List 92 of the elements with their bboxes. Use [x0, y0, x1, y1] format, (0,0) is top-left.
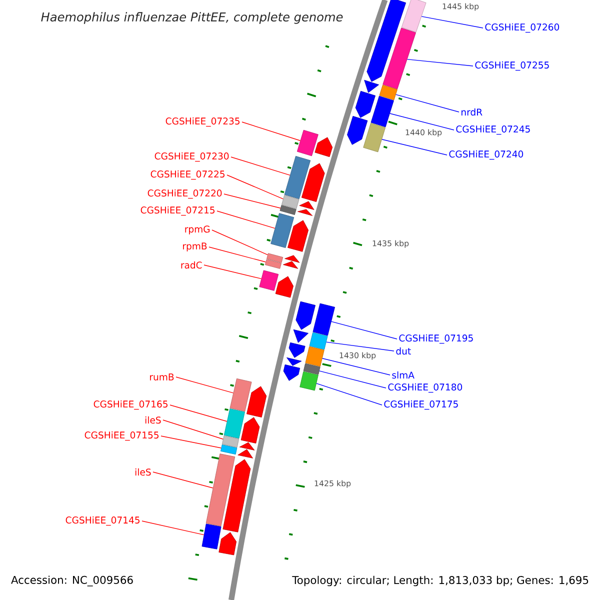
gene-bar	[202, 524, 222, 550]
leader-line	[331, 321, 398, 340]
leader-line	[208, 246, 266, 262]
gene-shape	[239, 442, 255, 450]
gene-label: CGSHiEE_07255	[475, 61, 549, 71]
gene-shape	[314, 137, 333, 158]
gene-bar	[266, 253, 284, 263]
gene-label: CGSHiEE_07215	[140, 206, 214, 216]
gene-bar	[282, 195, 300, 210]
gene-bar	[363, 122, 386, 152]
gene-bar	[382, 28, 416, 90]
gene-shape	[282, 261, 298, 269]
leader-line	[204, 264, 262, 280]
gene-bar	[312, 303, 336, 336]
gene-bar	[222, 436, 240, 448]
gene-label: radC	[181, 261, 202, 269]
gene-shape	[366, 0, 406, 82]
gene-label: CGSHiEE_07260	[485, 23, 560, 33]
gene-shape	[293, 329, 309, 343]
leader-line	[162, 420, 224, 440]
gene-label: CGSHiEE_07195	[399, 334, 473, 344]
leader-line	[421, 16, 484, 28]
gene-shape	[299, 201, 314, 210]
gene-label: rpmG	[185, 226, 210, 234]
gene-bar	[224, 408, 245, 439]
gene-label: dut	[396, 347, 411, 355]
leader-line	[406, 58, 474, 66]
gene-label: CGSHiEE_07225	[150, 170, 224, 180]
leader-line	[316, 383, 382, 406]
leader-line	[170, 404, 228, 422]
gene-bar	[303, 363, 320, 375]
leader-line	[242, 122, 301, 141]
gene-label: rumB	[150, 374, 174, 380]
leader-line	[160, 436, 222, 448]
gene-label: ileS	[145, 416, 161, 424]
gene-bar	[296, 130, 318, 156]
leader-line	[216, 210, 276, 229]
gene-shape	[275, 276, 294, 298]
footer-text: Accession: NC_009566	[11, 576, 133, 586]
leader-line	[396, 94, 460, 112]
gene-label: CGSHiEE_07180	[388, 383, 462, 393]
gene-shape	[347, 116, 368, 145]
gene-label: CGSHiEE_07230	[154, 152, 229, 162]
gene-label: ileS	[135, 468, 151, 476]
gene-bar	[206, 454, 236, 526]
gene-shape	[288, 220, 309, 252]
leader-line	[142, 520, 204, 536]
gene-label: nrdR	[462, 108, 482, 116]
gene-shape	[246, 386, 267, 418]
gene-label: CGSHiEE_07220	[148, 189, 222, 199]
leader-line	[152, 472, 214, 488]
leader-line	[176, 376, 234, 394]
gene-label: CGSHiEE_07235	[166, 117, 240, 127]
gene-bar	[220, 444, 238, 455]
gene-shape	[218, 532, 237, 556]
leader-line	[322, 358, 390, 376]
gene-bar	[284, 156, 311, 200]
gene-label: CGSHiEE_07155	[84, 431, 158, 441]
gene-bar	[270, 213, 294, 248]
gene-label: CGSHiEE_07245	[456, 125, 530, 135]
gene-bar	[305, 346, 324, 367]
gene-bar	[280, 205, 296, 215]
gene-label: rpmB	[183, 242, 207, 252]
gene-bar	[300, 371, 318, 391]
gene-bar	[370, 96, 394, 128]
gene-label: CGSHiEE_07175	[384, 400, 458, 410]
gene-shape	[298, 209, 313, 216]
leader-line	[226, 174, 284, 200]
leader-line	[326, 342, 394, 352]
gene-bar	[259, 270, 279, 291]
leader-line	[224, 194, 281, 208]
leader-line	[230, 156, 290, 176]
gene-bar	[379, 84, 398, 100]
gene-label: CGSHiEE_07165	[94, 400, 168, 410]
leader-line	[212, 230, 268, 256]
gene-shape	[288, 342, 306, 358]
gene-label: CGSHiEE_07145	[66, 516, 140, 526]
leader-line	[382, 139, 448, 156]
title: Haemophilus influenzae PittEE, complete genome	[41, 12, 343, 24]
leader-line	[319, 370, 386, 388]
gene-shape	[364, 80, 380, 93]
gene-bar	[309, 332, 328, 350]
gene-shape	[284, 255, 300, 263]
gene-bar	[230, 378, 252, 412]
gene-shape	[286, 357, 302, 366]
gene-bar	[264, 259, 282, 269]
leader-line	[390, 113, 454, 130]
gene-label: slmA	[392, 371, 414, 379]
gene-label: CGSHiEE_07240	[449, 150, 524, 160]
gene-shape	[238, 449, 253, 458]
gene-bar	[401, 0, 426, 32]
footer-text: Topology: circular; Length: 1,813,033 bp; Genes: 1,695	[292, 576, 588, 586]
